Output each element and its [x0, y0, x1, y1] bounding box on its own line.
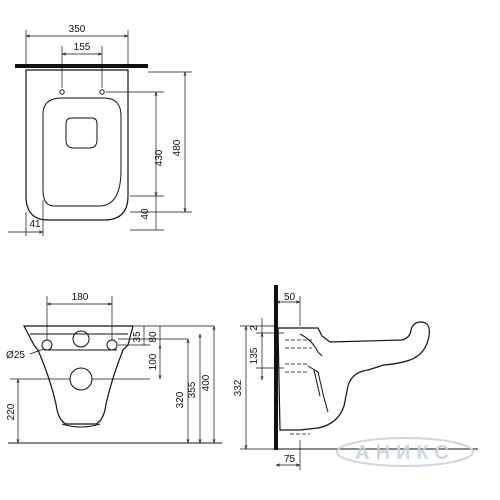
- watermark-text: АНИКС: [355, 442, 455, 464]
- dim-2-label: 2: [249, 325, 260, 331]
- dim-100-label: 100: [148, 353, 159, 370]
- dim-length-label: 480: [172, 139, 183, 156]
- front-water-inlet: [72, 330, 90, 348]
- dim-355-label: 355: [187, 381, 198, 398]
- dim-front-offset-label: 40: [140, 208, 151, 220]
- dim-220-label: 220: [6, 403, 17, 420]
- dim-seat-length-label: 430: [154, 149, 165, 166]
- top-flush-opening: [65, 117, 98, 149]
- dim-hole-diameter-label: Ø25: [6, 350, 25, 361]
- dim-outlet-label: 75: [284, 454, 296, 465]
- top-mount-hole-left: [59, 89, 65, 95]
- top-bowl-outline: [25, 69, 129, 221]
- dim-hole-diameter-leader: [29, 348, 45, 355]
- side-trap: [307, 365, 329, 413]
- dim-320-label: 320: [175, 391, 186, 408]
- dim-332-label: 332: [233, 379, 244, 396]
- dim-width-label: 350: [69, 24, 86, 35]
- dim-400-label: 400: [201, 374, 212, 391]
- dim-80-label: 80: [148, 331, 159, 343]
- side-flush-rim: [299, 333, 323, 357]
- top-view: 350 155 430 480 40 41: [8, 24, 192, 236]
- dim-35-label: 35: [132, 331, 143, 343]
- front-view: 180 Ø25 220 35 80 100 320 355 400: [6, 292, 222, 444]
- dim-hole-spacing-label: 155: [74, 42, 91, 53]
- dim-side-offset-label: 41: [29, 219, 41, 230]
- dim-135-label: 135: [249, 347, 260, 364]
- front-bowl-outline: [23, 325, 134, 425]
- dim-inlet-spacing-label: 180: [72, 292, 89, 303]
- top-bowl-inner: [42, 97, 122, 207]
- watermark-logo: АНИКС: [336, 437, 474, 467]
- side-bowl-outline: [277, 321, 430, 431]
- side-view: 50 2 135 332 75: [233, 285, 478, 470]
- top-mount-hole-right: [99, 89, 105, 95]
- dim-depth-label: 50: [284, 292, 296, 303]
